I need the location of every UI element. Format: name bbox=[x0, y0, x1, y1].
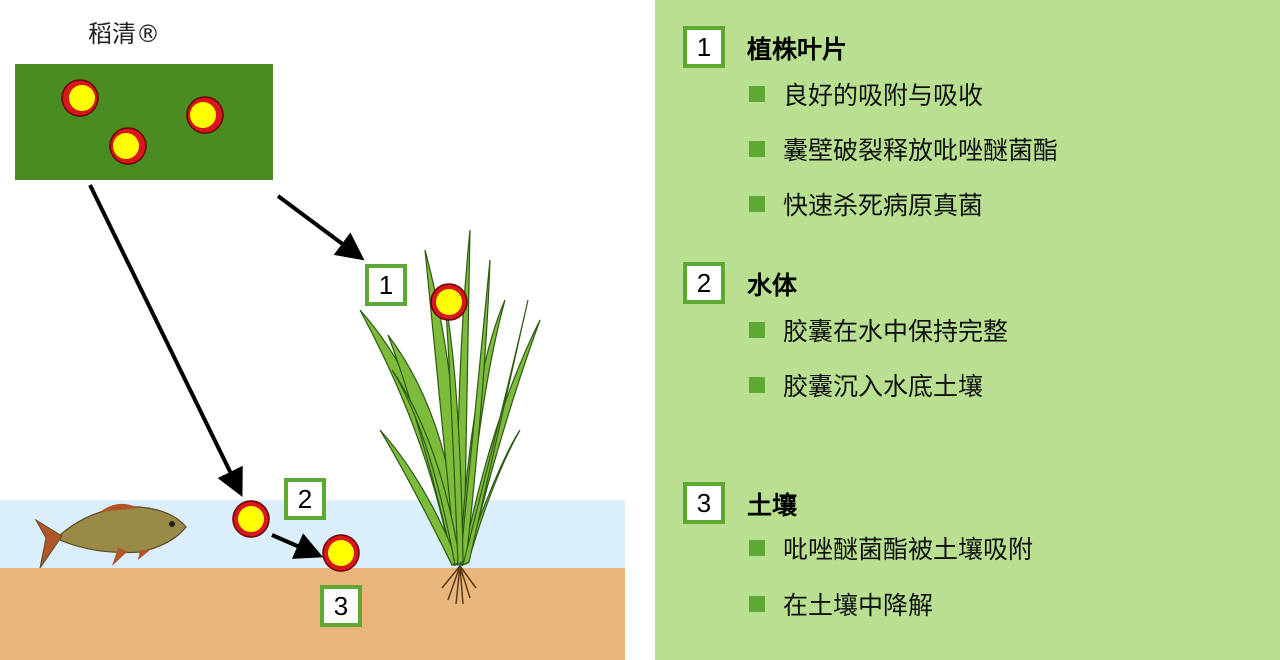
capsule-on-leaf-icon bbox=[430, 283, 468, 321]
bullet-square-icon bbox=[749, 322, 765, 338]
bullet-square-icon bbox=[749, 596, 765, 612]
bullet-item: 囊壁破裂释放吡唑醚菌酯 bbox=[749, 131, 1249, 171]
capsule-in-water-icon bbox=[232, 500, 270, 538]
section-number: 1 bbox=[683, 26, 725, 68]
water-step-label: 2 bbox=[284, 478, 326, 520]
section-water: 2 水体 胶囊在水中保持完整 胶囊沉入水底土壤 bbox=[655, 262, 1280, 401]
bullet-item: 良好的吸附与吸收 bbox=[749, 76, 1249, 116]
fish-icon bbox=[34, 503, 187, 569]
rice-plant-icon bbox=[359, 229, 541, 567]
capsule-icon bbox=[61, 79, 99, 117]
section-title: 土壤 bbox=[747, 491, 798, 520]
bullet-text: 胶囊沉入水底土壤 bbox=[783, 372, 984, 401]
section-title: 水体 bbox=[747, 271, 798, 300]
capsule-in-soil-icon bbox=[322, 534, 360, 572]
capsule-icon bbox=[109, 127, 147, 165]
bullet-square-icon bbox=[749, 540, 765, 556]
product-name: 稻清® bbox=[88, 14, 160, 49]
section-header: 3 土壤 bbox=[655, 482, 1280, 524]
arrow-to-leaf bbox=[276, 194, 365, 261]
bullet-item: 快速杀死病原真菌 bbox=[749, 186, 1249, 226]
explanation-panel: 1 植株叶片 良好的吸附与吸收 囊壁破裂释放吡唑醚菌酯 快速杀死病原真菌 2 水… bbox=[655, 0, 1280, 660]
bullet-item: 在土壤中降解 bbox=[749, 586, 1249, 626]
soil-step-label: 3 bbox=[320, 585, 362, 627]
leaf-step-label: 1 bbox=[365, 264, 407, 306]
section-header: 2 水体 bbox=[655, 262, 1280, 304]
rice-roots-icon bbox=[441, 565, 477, 605]
bullet-square-icon bbox=[749, 86, 765, 102]
section-leaf: 1 植株叶片 良好的吸附与吸收 囊壁破裂释放吡唑醚菌酯 快速杀死病原真菌 bbox=[655, 26, 1280, 220]
section-header: 1 植株叶片 bbox=[655, 26, 1280, 68]
capsule-icon bbox=[186, 96, 224, 134]
bullet-text: 在土壤中降解 bbox=[783, 591, 934, 620]
bullet-text: 良好的吸附与吸收 bbox=[783, 81, 984, 110]
bullet-square-icon bbox=[749, 196, 765, 212]
bullet-item: 胶囊沉入水底土壤 bbox=[749, 367, 1249, 407]
bullet-text: 快速杀死病原真菌 bbox=[783, 191, 984, 220]
bullet-item: 吡唑醚菌酯被土壤吸附 bbox=[749, 530, 1249, 570]
bullet-text: 囊壁破裂释放吡唑醚菌酯 bbox=[783, 136, 1059, 165]
bullet-text: 胶囊在水中保持完整 bbox=[783, 317, 1009, 346]
product-name-text: 稻清® bbox=[88, 20, 160, 48]
bullet-item: 胶囊在水中保持完整 bbox=[749, 312, 1249, 352]
arrow-to-water bbox=[88, 184, 243, 498]
bullet-text: 吡唑醚菌酯被土壤吸附 bbox=[783, 535, 1034, 564]
bullet-square-icon bbox=[749, 377, 765, 393]
product-box bbox=[15, 64, 273, 180]
section-number: 2 bbox=[683, 262, 725, 304]
soil-layer bbox=[0, 568, 625, 660]
section-number: 3 bbox=[683, 482, 725, 524]
bullet-square-icon bbox=[749, 141, 765, 157]
section-soil: 3 土壤 吡唑醚菌酯被土壤吸附 在土壤中降解 bbox=[655, 482, 1280, 620]
section-title: 植株叶片 bbox=[747, 35, 848, 64]
arrow-to-soil bbox=[271, 533, 324, 559]
